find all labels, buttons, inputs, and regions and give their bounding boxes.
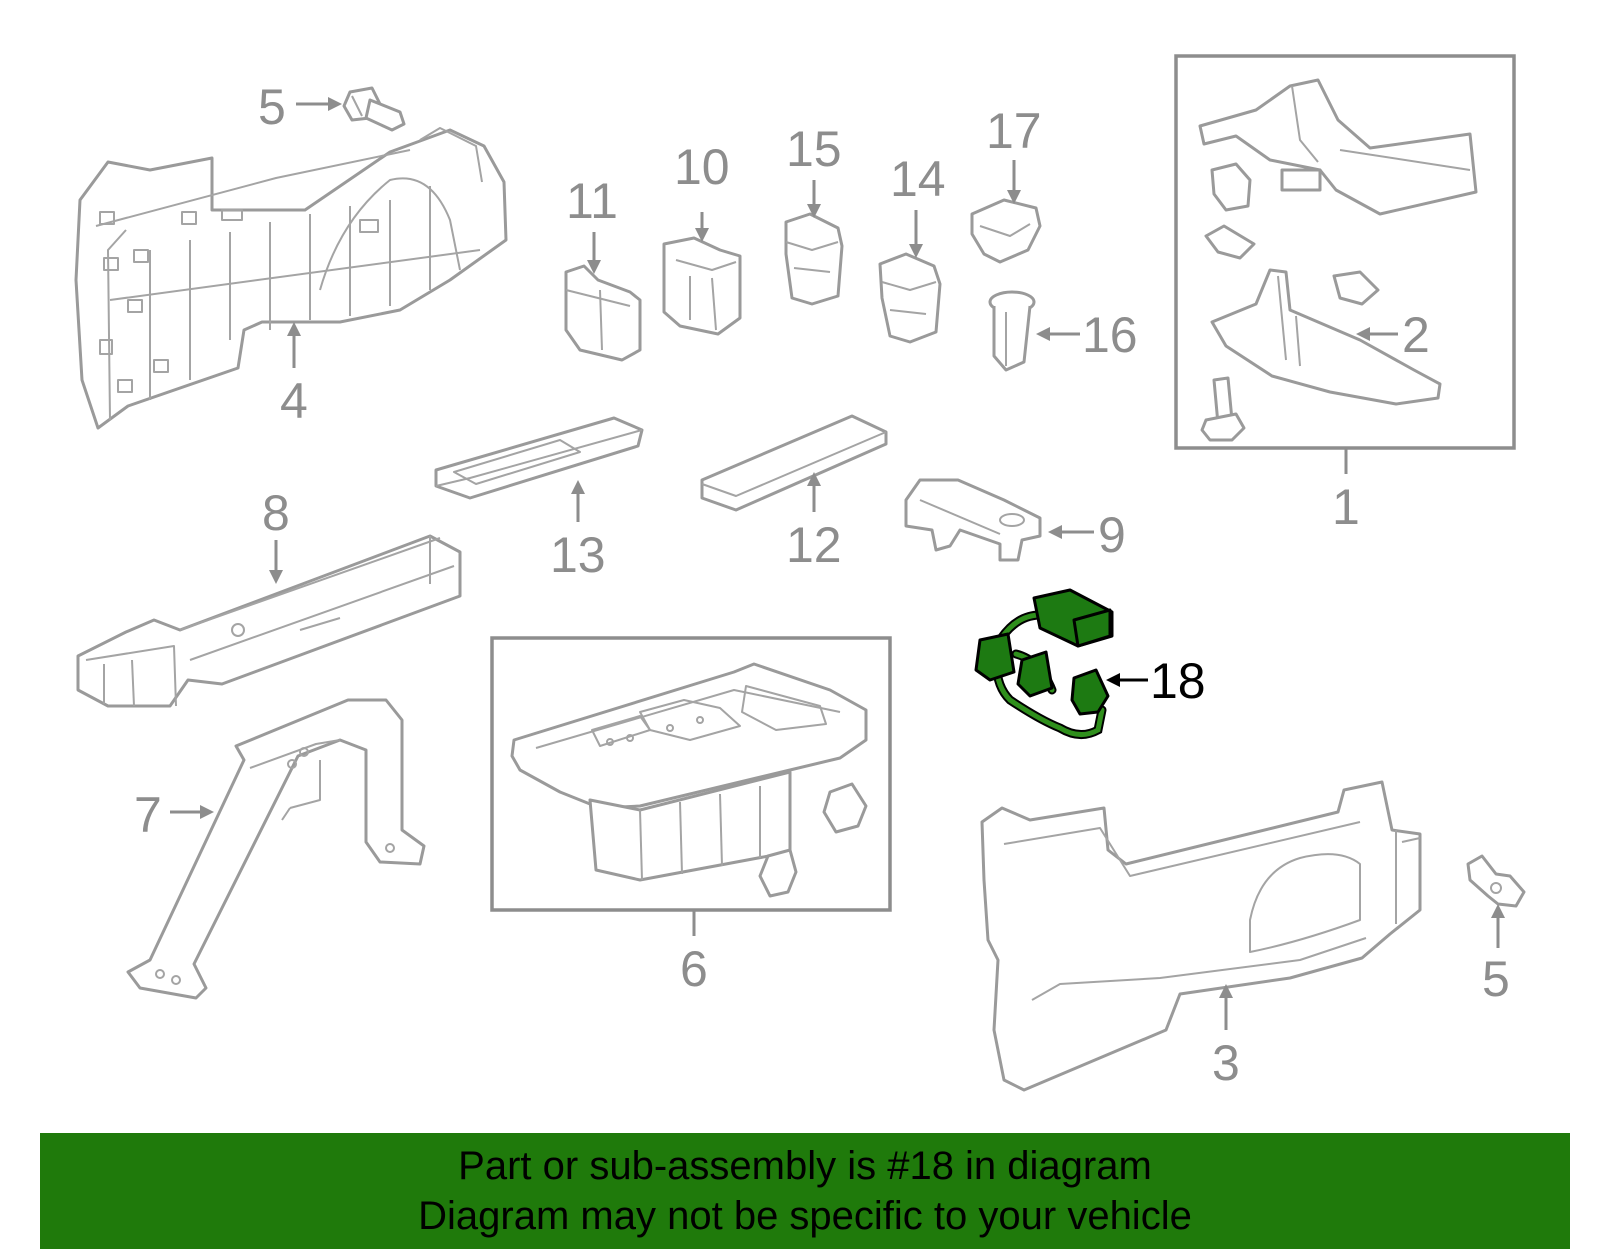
callout-18: 18 <box>1150 653 1206 709</box>
part-6-tray-frame[interactable] <box>490 636 892 912</box>
leader-lines <box>170 97 1505 1030</box>
part-11-bracket[interactable] <box>564 264 642 362</box>
part-18-wiring-harness[interactable] <box>974 588 1114 739</box>
banner-line-1: Part or sub-assembly is #18 in diagram <box>458 1144 1152 1188</box>
part-1-bolt[interactable] <box>1200 376 1246 442</box>
part-6-clip-a[interactable] <box>822 782 868 834</box>
banner-line-2: Diagram may not be specific to your vehi… <box>418 1194 1192 1238</box>
callout-3: 3 <box>1212 1035 1240 1091</box>
callout-14: 14 <box>890 151 946 207</box>
callout-labels: 5 4 11 10 15 14 17 16 2 1 13 12 9 8 7 6 … <box>134 79 1510 1091</box>
callout-4: 4 <box>280 373 308 429</box>
callout-5-right: 5 <box>1482 951 1510 1007</box>
part-5-bolt-top[interactable] <box>342 86 406 132</box>
callout-16: 16 <box>1082 307 1138 363</box>
callout-5-top: 5 <box>258 79 286 135</box>
part-4-side-panel[interactable] <box>74 127 508 430</box>
part-14-switch[interactable] <box>878 252 942 344</box>
part-10-switch-housing[interactable] <box>662 236 742 336</box>
part-5-clip-right[interactable] <box>1466 854 1526 908</box>
part-12-pad[interactable] <box>700 414 888 512</box>
part-16-socket[interactable] <box>988 290 1036 372</box>
part-3-side-panel[interactable] <box>980 780 1422 1092</box>
part-6-clip-b[interactable] <box>758 848 798 898</box>
callout-8: 8 <box>262 485 290 541</box>
callout-11: 11 <box>566 173 618 229</box>
callout-6: 6 <box>680 941 708 997</box>
callout-15: 15 <box>786 121 842 177</box>
part-8-support-rail[interactable] <box>76 534 462 708</box>
callout-12: 12 <box>786 517 842 573</box>
part-9-bracket[interactable] <box>904 478 1042 562</box>
callout-9: 9 <box>1098 507 1126 563</box>
info-banner: Part or sub-assembly is #18 in diagram D… <box>40 1133 1570 1249</box>
callout-2: 2 <box>1402 307 1430 363</box>
callout-13: 13 <box>550 527 606 583</box>
part-2-bracket[interactable] <box>1210 268 1442 406</box>
callout-7: 7 <box>134 787 162 843</box>
callout-1: 1 <box>1332 479 1360 535</box>
callout-17: 17 <box>986 103 1042 159</box>
part-15-switch[interactable] <box>784 212 844 306</box>
callout-10: 10 <box>674 139 730 195</box>
part-17-cap[interactable] <box>970 198 1042 264</box>
part-13-mat[interactable] <box>434 416 644 500</box>
part-7-brace[interactable] <box>126 698 426 1000</box>
